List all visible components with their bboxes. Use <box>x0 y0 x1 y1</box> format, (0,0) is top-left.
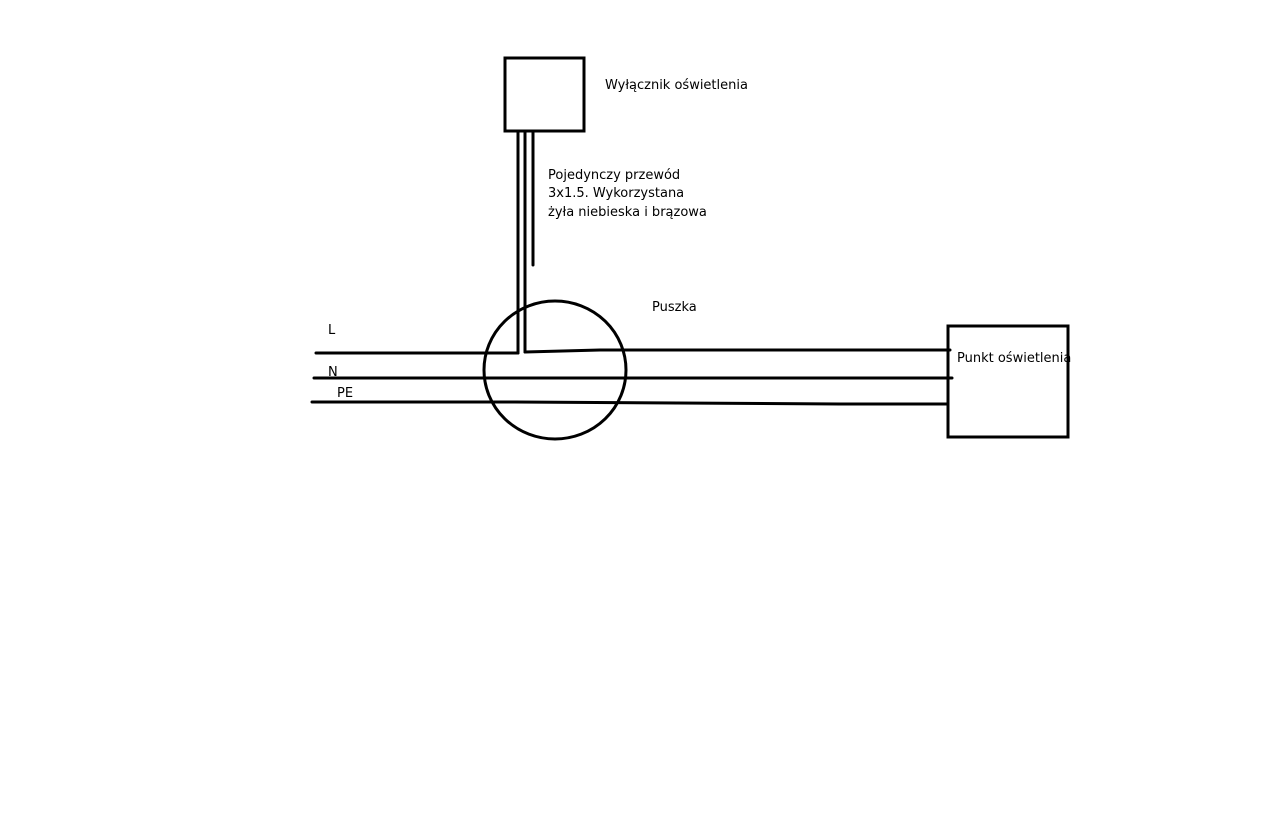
switch-box <box>503 56 586 133</box>
junction-box <box>482 299 628 441</box>
cable-description-line2: 3x1.5. Wykorzystana <box>548 186 684 201</box>
switch-label: Wyłącznik oświetlenia <box>605 78 748 93</box>
wire-pe-label: PE <box>337 386 353 401</box>
light-point-label: Punkt oświetlenia <box>957 351 1071 366</box>
wire-pe-outgoing <box>513 400 950 406</box>
cable-description-line1: Pojedynczy przewód <box>548 168 680 183</box>
junction-box-label: Puszka <box>652 300 697 315</box>
wire-l-label: L <box>328 323 336 338</box>
cable-description-line3: żyła niebieska i brązowa <box>548 205 707 220</box>
light-point-box <box>946 324 1070 439</box>
wire-n-label: N <box>328 365 338 380</box>
wire-switched-live-outgoing <box>523 348 952 354</box>
